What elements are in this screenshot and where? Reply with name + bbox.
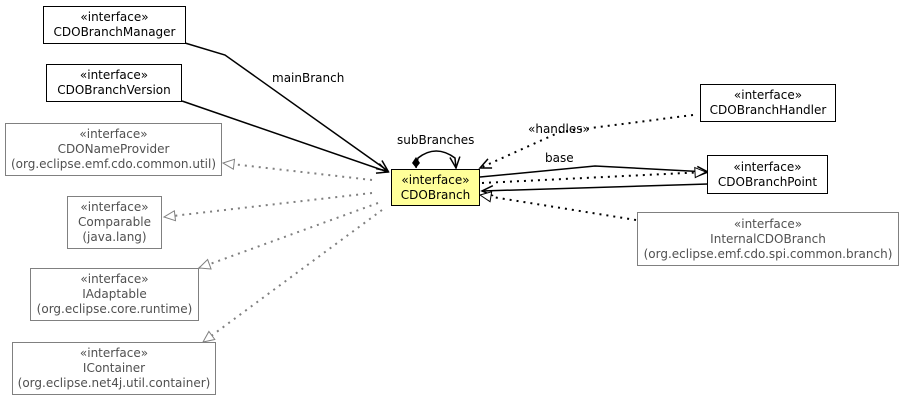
edge-base [479,165,710,178]
class-name: CDOBranchVersion [57,83,171,97]
class-name: IContainer [82,361,146,375]
class-name: Comparable [77,215,151,229]
class-name: CDOBranchManager [53,25,176,39]
class-package: (org.eclipse.net4j.util.container) [17,376,211,390]
edge-adaptable [197,202,379,270]
class-cdo-name-provider[interactable]: «interface» CDONameProvider (org.eclipse… [5,123,222,176]
edge-handles [478,114,694,169]
class-name: CDOBranch [400,187,471,202]
class-cdo-branch-version[interactable]: «interface» CDOBranchVersion [46,64,182,102]
stereotype: «interface» [80,200,149,214]
label-handles: «handles» [528,122,590,136]
edge-comparable [162,192,373,222]
stereotype: «interface» [733,216,803,231]
class-package: (org.eclipse.emf.cdo.common.util) [10,157,217,171]
stereotype: «interface» [80,10,149,24]
class-name: IAdaptable [82,287,147,301]
class-comparable[interactable]: «interface» Comparable (java.lang) [67,196,162,249]
edge-name-provider [221,158,373,181]
stereotype: «interface» [401,172,470,187]
class-icontainer[interactable]: «interface» IContainer (org.eclipse.net4… [12,342,216,395]
class-cdo-branch-point[interactable]: «interface» CDOBranchPoint [707,155,828,194]
label-main-branch: mainBranch [272,71,345,85]
stereotype: «interface» [80,272,149,286]
label-base: base [545,151,574,165]
composition-diamond [412,157,420,168]
stereotype: «interface» [79,346,149,360]
class-cdo-branch[interactable]: «interface» CDOBranch [391,169,480,206]
class-name: InternalCDOBranch [710,231,826,246]
edge-branch-point-return [480,183,709,197]
stereotype: «interface» [733,159,802,174]
edge-container [202,209,383,343]
stereotype: «interface» [79,127,148,141]
stereotype: «interface» [79,68,149,82]
edge-branch-point-dotted [481,166,708,184]
edge-internal-branch [478,191,637,221]
class-package: (org.eclipse.core.runtime) [36,302,193,316]
edge-main-branch [184,42,390,173]
label-sub-branches: subBranches [397,133,475,147]
class-name: CDOBranchHandler [709,103,827,117]
class-cdo-branch-handler[interactable]: «interface» CDOBranchHandler [700,84,836,122]
class-iadaptable[interactable]: «interface» IAdaptable (org.eclipse.core… [30,268,199,321]
stereotype: «interface» [733,88,803,102]
class-internal-cdo-branch[interactable]: «interface» InternalCDOBranch (org.eclip… [637,212,899,266]
class-name: CDONameProvider [57,142,170,156]
class-package: (org.eclipse.emf.cdo.spi.common.branch) [643,246,893,261]
edge-sub-branches [415,150,461,170]
class-package: (java.lang) [82,230,147,244]
class-cdo-branch-manager[interactable]: «interface» CDOBranchManager [43,6,186,44]
class-name: CDOBranchPoint [717,174,818,189]
edge-branch-version [181,100,390,174]
